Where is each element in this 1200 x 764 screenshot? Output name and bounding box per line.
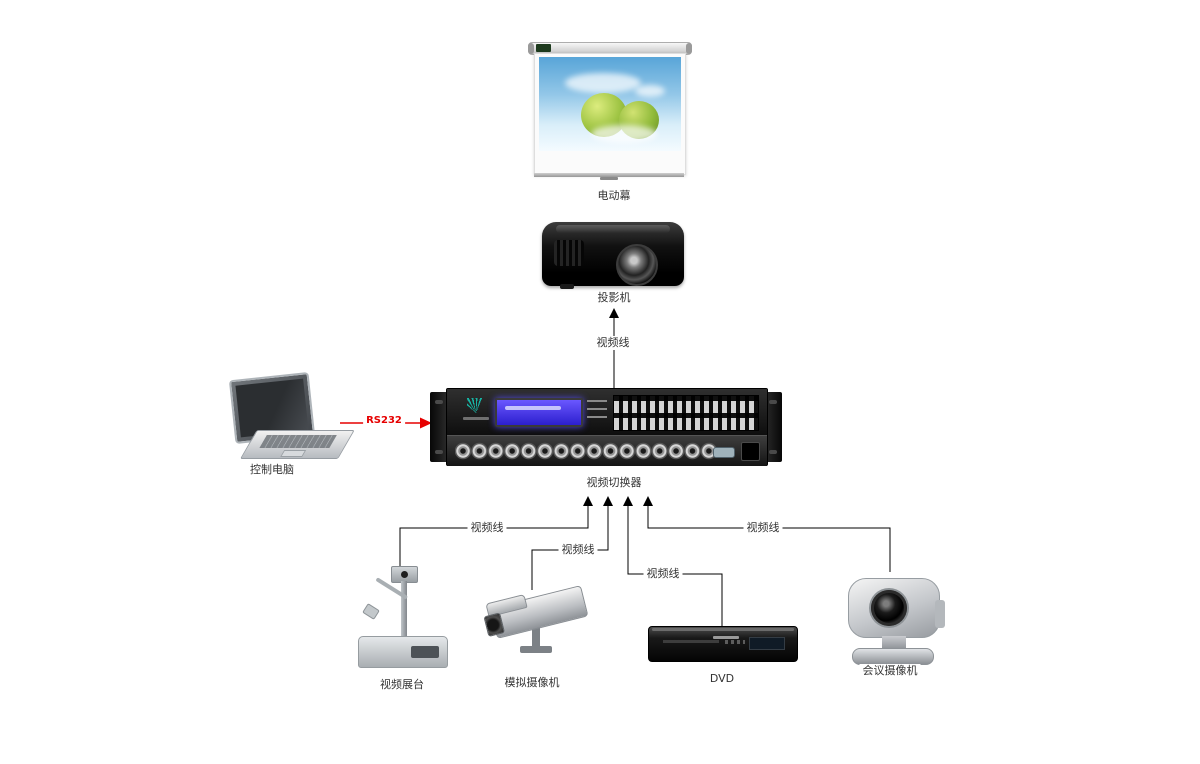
ptz-base — [852, 648, 934, 665]
screen-surface — [534, 53, 686, 175]
doccam-lamp — [362, 603, 380, 620]
switcher-chassis — [446, 388, 768, 466]
conference-camera — [838, 570, 950, 668]
analog-camera-label: 模拟摄像机 — [501, 676, 563, 690]
status-leds — [587, 400, 607, 423]
arrowhead-analog — [603, 496, 613, 506]
lcd-display — [495, 398, 583, 427]
ptz-camera-lens — [871, 590, 907, 626]
water-splash — [591, 125, 657, 143]
rack-hole — [769, 400, 777, 404]
screen-brand-tag — [536, 44, 551, 52]
doc-camera-label: 视频展台 — [377, 678, 427, 692]
cable-label-doc: 视频线 — [467, 521, 507, 535]
ptz-camera-head — [848, 578, 940, 638]
bnc-connector-row — [455, 440, 718, 462]
cable-label-conference: 视频线 — [743, 521, 783, 535]
projector-lens — [616, 244, 658, 286]
video-switcher — [430, 388, 782, 466]
projector-label: 投影机 — [594, 291, 634, 305]
brand-text-mark — [463, 417, 489, 420]
doccam-column — [401, 581, 407, 638]
water-splash — [635, 85, 665, 97]
arrowhead-dvd — [623, 496, 633, 506]
projector — [542, 222, 684, 289]
ptz-side-arm — [935, 600, 945, 628]
laptop-base — [240, 430, 355, 459]
water-splash — [565, 73, 641, 93]
projection-screen — [528, 42, 692, 180]
rack-hole — [769, 450, 777, 454]
dvd-buttons — [725, 640, 745, 644]
screen-pull-handle — [600, 177, 618, 180]
cctv-mount-pole — [532, 622, 540, 648]
control-computer — [226, 371, 355, 464]
dvd-label: DVD — [706, 672, 738, 686]
laptop-keyboard — [259, 435, 337, 448]
screen-picture — [539, 57, 681, 151]
projector-vent — [554, 240, 584, 266]
brand-logo-icon — [467, 398, 485, 413]
arrowhead-to-projector — [609, 308, 619, 318]
cctv-mount-base — [520, 646, 552, 653]
wire-doc-to-switcher — [399, 506, 589, 568]
dvd-display-window — [749, 637, 785, 650]
dvd-body — [648, 626, 798, 662]
switcher-label: 视频切换器 — [583, 476, 645, 490]
dvd-disc-tray — [663, 640, 719, 643]
arrowhead-doc — [583, 496, 593, 506]
projector-foot — [560, 284, 574, 289]
laptop-touchpad — [280, 450, 307, 457]
wire-conference-to-switcher — [647, 506, 891, 572]
doccam-control-panel — [411, 646, 439, 658]
power-inlet — [741, 442, 760, 461]
analog-camera — [478, 584, 598, 666]
rs232-label: RS232 — [363, 414, 405, 428]
screen-weight-bar — [534, 173, 684, 177]
rack-ear-left — [430, 392, 448, 462]
arrowhead-conference — [643, 496, 653, 506]
cable-label-analog: 视频线 — [558, 543, 598, 557]
cable-label-dvd: 视频线 — [643, 567, 683, 581]
rack-hole — [435, 450, 443, 454]
ptz-neck — [882, 636, 906, 648]
computer-label: 控制电脑 — [247, 463, 297, 477]
dvd-brand-mark — [713, 636, 739, 639]
document-camera — [358, 566, 448, 670]
vga-port — [713, 447, 735, 458]
rack-ear-right — [764, 392, 782, 462]
dvd-player — [648, 626, 798, 662]
screen-label: 电动幕 — [594, 189, 634, 203]
rack-hole — [435, 400, 443, 404]
selector-button-grid — [613, 395, 759, 431]
doccam-base — [358, 636, 448, 668]
conference-camera-label: 会议摄像机 — [859, 664, 921, 678]
cctv-lens — [483, 612, 506, 637]
cable-label-projector: 视频线 — [593, 336, 633, 350]
switcher-front-panel — [447, 389, 767, 436]
switcher-connector-panel — [447, 435, 767, 466]
